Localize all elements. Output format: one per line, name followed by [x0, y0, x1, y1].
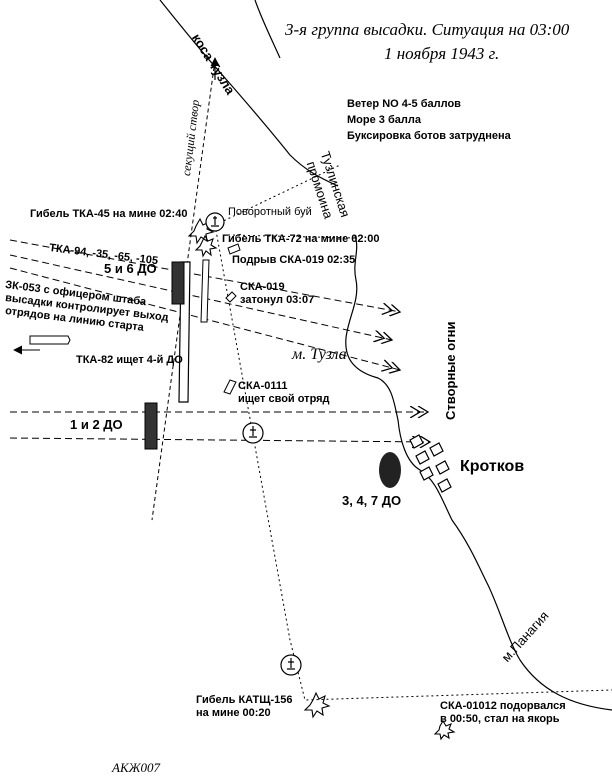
- course-arrow-5: [9, 438, 430, 442]
- range-lights-label: Створные огни: [443, 321, 458, 420]
- spit-coastline-2: [254, 0, 281, 59]
- landing-boats: [409, 434, 452, 493]
- kerch-coastline: [345, 235, 612, 711]
- weather-line2: Море 3 балла: [347, 114, 421, 126]
- mine-burst-icon: [194, 234, 218, 258]
- weather-line3: Буксировка ботов затруднена: [347, 130, 511, 142]
- range-line-short: [227, 234, 356, 239]
- katsch-label-1: Гибель КАТЩ-156: [196, 694, 293, 706]
- buoy-icon: [242, 422, 264, 444]
- spit-coastline: [159, 0, 339, 187]
- mine-burst-icon: [433, 719, 456, 741]
- ska019-blast-label: Подрыв СКА-019 02:35: [232, 254, 356, 266]
- do12-block: [144, 402, 158, 450]
- krotkov-label: Кротков: [460, 458, 525, 475]
- ska019-sank-label: затонул 03:07: [240, 294, 315, 306]
- weather-line1: Ветер NO 4-5 баллов: [347, 98, 461, 110]
- author-signature: АКЖ007: [112, 760, 160, 775]
- tka72-label: Гибель ТКА-72 на мине 02:00: [222, 233, 380, 245]
- map-title-line2: 1 ноября 1943 г.: [384, 44, 500, 63]
- do56-label: 5 и 6 ДО: [104, 261, 157, 276]
- tuzla-passage-line: [214, 164, 341, 226]
- do12-label: 1 и 2 ДО: [70, 417, 123, 432]
- do56-block: [171, 261, 185, 305]
- do347-ellipse: [379, 452, 401, 488]
- do347-label: 3, 4, 7 ДО: [342, 493, 402, 508]
- cape-tuzla-label: м. Тузла: [292, 346, 347, 363]
- tka45-label: Гибель ТКА-45 на мине 02:40: [30, 208, 188, 220]
- ska019-label: СКА-019: [240, 281, 285, 293]
- ska01012-label-2: в 00:50, стал на якорь: [440, 713, 560, 725]
- buoy-icon: [280, 654, 302, 676]
- turning-buoy-label: Поворотный буй: [228, 206, 312, 218]
- katsch-label-2: на мине 00:20: [196, 707, 271, 719]
- ska01012-label-1: СКА-01012 подорвался: [440, 700, 566, 712]
- buoy-icon: [205, 212, 225, 232]
- map-title-line1: 3-я группа высадки. Ситуация на 03:00: [285, 20, 570, 39]
- ska019-boat: [227, 243, 241, 255]
- tka82-label: ТКА-82 ищет 4-й ДО: [76, 354, 183, 366]
- tka82-boat: [29, 335, 71, 345]
- ska0111-boat: [223, 379, 237, 395]
- mine-burst-icon: [303, 691, 331, 719]
- ska019-sunk: [225, 291, 237, 303]
- lane-track-2: [200, 259, 210, 323]
- ska0111-label-1: СКА-0111: [238, 380, 288, 392]
- ska0111-label-2: ищет свой отряд: [238, 393, 330, 405]
